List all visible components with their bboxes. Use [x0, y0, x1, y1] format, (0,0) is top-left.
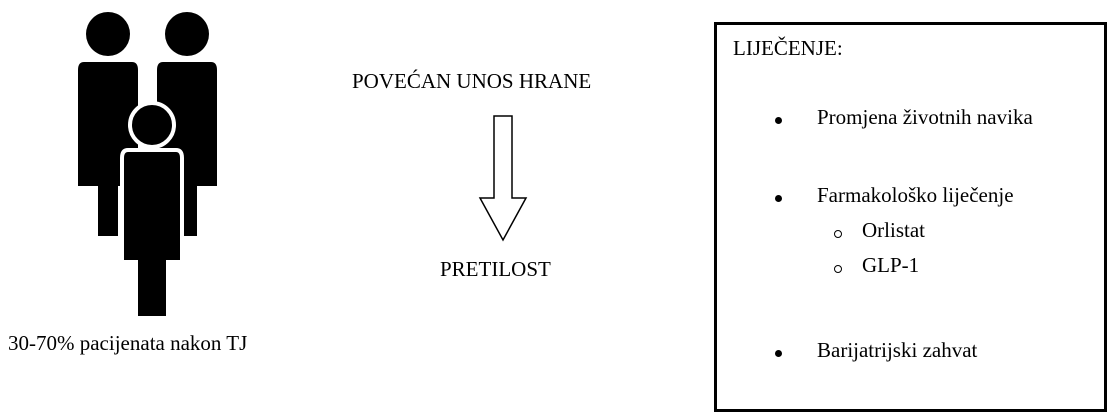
person-left-figure	[78, 12, 138, 236]
person-right-figure	[157, 12, 217, 236]
obesity-label: PRETILOST	[440, 257, 551, 281]
patients-caption: 30-70% pacijenata nakon TJ	[8, 331, 248, 355]
person-middle-figure	[120, 101, 184, 320]
sub-bullet-icon	[834, 230, 842, 238]
sub-bullet-icon	[834, 265, 842, 273]
treatment-subitem-orlistat: Orlistat	[862, 218, 925, 242]
bullet-icon	[775, 195, 782, 202]
treatment-subitem-glp1: GLP-1	[862, 253, 920, 277]
treatment-item-pharmacological: Farmakološko liječenje	[817, 183, 1014, 207]
people-group-icon	[78, 12, 217, 320]
down-arrow-icon	[478, 115, 528, 242]
treatment-box: LIJEČENJE: Promjena životnih navika Farm…	[714, 22, 1107, 412]
treatment-item-bariatric: Barijatrijski zahvat	[817, 338, 978, 362]
bullet-icon	[775, 350, 782, 357]
increased-food-intake-label: POVEĆAN UNOS HRANE	[352, 69, 592, 93]
treatment-title: LIJEČENJE:	[733, 36, 843, 60]
bullet-icon	[775, 117, 782, 124]
treatment-item-lifestyle: Promjena životnih navika	[817, 105, 1033, 129]
